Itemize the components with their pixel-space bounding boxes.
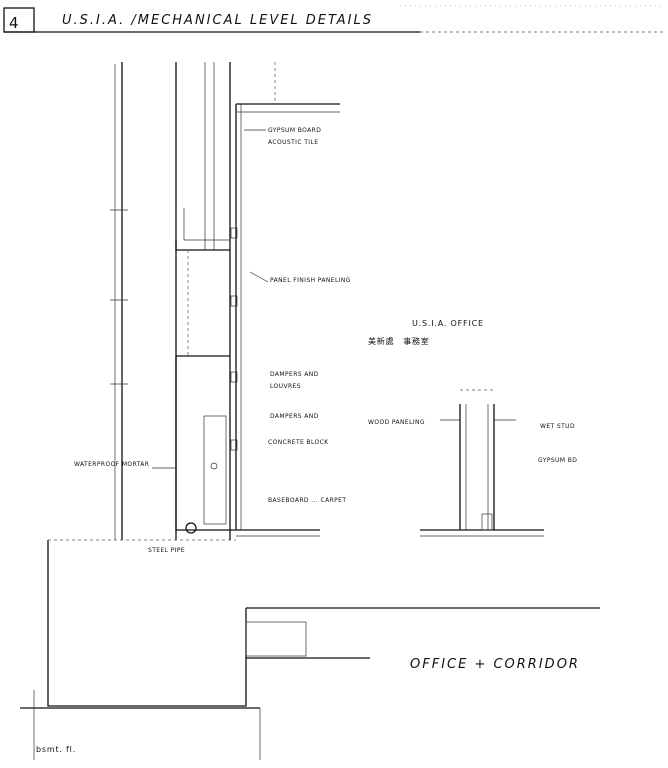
panel-clip-3 (230, 371, 238, 383)
pipe-chase (203, 415, 227, 525)
foundation-outline (47, 540, 247, 707)
upper-beam-return (175, 240, 230, 251)
note-dampers: DAMPERS AND (270, 371, 319, 378)
leader-lines (152, 129, 516, 469)
note-wet-stud: WET STUD (540, 423, 575, 430)
panel-clip-4 (230, 439, 238, 451)
panel-clip-1 (230, 227, 238, 239)
panel-clip-2 (230, 295, 238, 307)
note-panel: PANEL FINISH PANELING (270, 277, 351, 284)
note-steel-pipe: STEEL PIPE (148, 547, 185, 554)
note-gypsum-bd: GYPSUM BD (538, 457, 577, 464)
note-concrete: CONCRETE BLOCK (268, 439, 329, 446)
office-corridor-label: OFFICE + CORRIDOR (410, 657, 580, 672)
main-wall-section (110, 62, 340, 540)
lower-duct-outline (175, 356, 236, 531)
office-partition-detail (420, 389, 544, 537)
sheet-number: 4 (9, 14, 22, 32)
usia-office-chinese: 美新處 事務室 (368, 336, 430, 346)
note-acoustic: ACOUSTIC TILE (268, 139, 318, 146)
note-baseboard: BASEBOARD ... CARPET (268, 497, 346, 504)
bsmt-floor-label: bsmt. fl. (36, 745, 76, 754)
usia-office-label: U.S.I.A. OFFICE (412, 319, 484, 328)
partition-base (481, 513, 493, 531)
leader-panel (249, 271, 269, 283)
note-wood: WOOD PANELING (368, 419, 425, 426)
notes: GYPSUM BOARD ACOUSTIC TILE PANEL FINISH … (36, 127, 580, 754)
upper-beam-inner (183, 208, 230, 241)
pipe-fitting (210, 462, 218, 470)
title-block: 4 U.S.I.A. /MECHANICAL LEVEL DETAILS (3, 5, 664, 33)
note-dampers-2: DAMPERS AND (270, 413, 319, 420)
note-mortar: WATERPROOF MORTAR (74, 461, 149, 468)
slab-beam (245, 621, 307, 657)
note-gypsum: GYPSUM BOARD (268, 127, 321, 134)
drawing-title: U.S.I.A. /MECHANICAL LEVEL DETAILS (62, 13, 373, 28)
note-louvres: LOUVRES (270, 383, 301, 390)
foundation-section (20, 539, 600, 760)
steel-pipe-section (185, 522, 197, 534)
